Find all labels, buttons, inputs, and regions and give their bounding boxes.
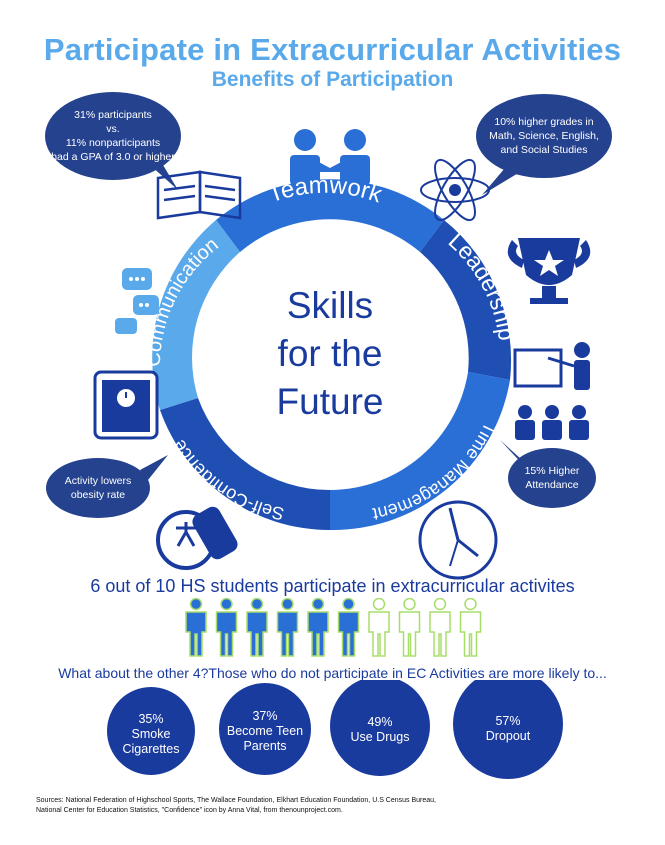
ring-segment-self-confidence	[160, 398, 330, 531]
skills-ring	[152, 179, 512, 531]
bubble-grades-line: and Social Studies	[500, 144, 588, 156]
bubble-gpa-text: 31% participants vs. 11% nonparticipants…	[50, 108, 176, 164]
bubble-attendance-text: 15% Higher Attendance	[510, 464, 594, 492]
center-heading: Skills for the Future	[220, 282, 440, 426]
skills-graphic: Teamwork Leadership Time Management Self…	[45, 92, 612, 580]
trophy-icon	[507, 238, 591, 304]
bubble-obesity-text: Activity lowers obesity rate	[50, 474, 146, 502]
person-icon-nonparticipant	[429, 598, 451, 657]
sources-line: Sources: National Federation of Highscho…	[36, 797, 437, 804]
ring-segment-communication	[152, 220, 240, 410]
ring-segment-teamwork	[216, 179, 444, 252]
bubble-attendance	[500, 440, 596, 508]
risk-line: Use Drugs	[350, 730, 410, 744]
bubble-obesity	[46, 455, 168, 518]
bubble-obesity-line: Activity lowers	[64, 475, 132, 487]
risk-label-smoke: 35% Smoke Cigarettes	[111, 712, 191, 757]
risk-label-drugs: 49% Use Drugs	[340, 715, 420, 745]
page-subtitle: Benefits of Participation	[211, 68, 454, 91]
bubble-attendance-line: Attendance	[525, 479, 579, 491]
bubble-grades	[476, 94, 612, 195]
bubble-gpa	[45, 92, 181, 190]
handshake-icon	[290, 129, 370, 185]
risk-percent: 49%	[367, 715, 393, 729]
scale-icon	[93, 370, 159, 440]
person-icon-nonparticipant	[368, 598, 390, 657]
bubble-grades-line: 10% higher grades in	[494, 116, 594, 128]
chat-bubbles-icon	[115, 268, 159, 334]
ring-segment-leadership	[420, 220, 512, 380]
risk-circle-smoke	[107, 687, 195, 775]
bubble-gpa-line: 31% participants	[74, 109, 152, 121]
bubble-grades-line: Math, Science, English,	[489, 130, 599, 142]
risk-percent: 57%	[495, 714, 521, 728]
confidence-icon	[156, 506, 238, 570]
risk-line: Become Teen	[226, 724, 304, 738]
sources-line: National Center for Education Statistics…	[36, 807, 343, 814]
center-line: Future	[276, 381, 384, 422]
presentation-icon	[513, 342, 590, 440]
risk-circle-dropout	[453, 680, 563, 779]
ring-segment-time-management	[330, 372, 510, 531]
question-text: What about the other 4?Those who do not …	[58, 665, 607, 681]
risk-percent: 37%	[252, 709, 278, 723]
participation-pictogram	[185, 598, 482, 657]
person-icon-participant	[337, 598, 360, 657]
bubble-attendance-line: 15% Higher	[524, 465, 580, 477]
risk-line: Cigarettes	[122, 742, 180, 756]
sources-footnote: Sources: National Federation of Highscho…	[36, 796, 636, 816]
bubble-grades-text: 10% higher grades in Math, Science, Engl…	[480, 115, 608, 157]
bubble-gpa-line: vs.	[106, 123, 120, 135]
risk-circle-drugs	[330, 680, 430, 776]
person-icon-participant	[215, 598, 238, 657]
risk-label-teen-parents: 37% Become Teen Parents	[220, 709, 310, 754]
risk-line: Dropout	[485, 729, 531, 743]
center-line: for the	[277, 333, 383, 374]
participation-statement: 6 out of 10 HS students participate in e…	[90, 576, 575, 596]
risk-line: Parents	[243, 739, 287, 753]
risk-circles	[107, 680, 563, 779]
person-icon-participant	[276, 598, 299, 657]
person-icon-participant	[246, 598, 268, 657]
risk-line: Smoke	[131, 727, 171, 741]
atom-icon	[420, 158, 490, 222]
risk-label-dropout: 57% Dropout	[468, 714, 548, 744]
person-icon-participant	[307, 598, 329, 657]
page-title: Participate in Extracurricular Activitie…	[43, 32, 622, 67]
book-icon	[156, 170, 242, 220]
risk-circle-teen-parents	[219, 683, 311, 775]
person-icon-participant	[185, 598, 207, 657]
bubble-obesity-line: obesity rate	[70, 489, 126, 501]
person-icon-nonparticipant	[459, 598, 482, 657]
bubble-gpa-line: 11% nonparticipants	[65, 137, 161, 149]
bubble-gpa-line: had a GPA of 3.0 or higher	[51, 151, 175, 163]
person-icon-nonparticipant	[398, 598, 421, 657]
risk-percent: 35%	[138, 712, 164, 726]
clock-icon	[418, 500, 498, 580]
center-line: Skills	[286, 285, 374, 326]
